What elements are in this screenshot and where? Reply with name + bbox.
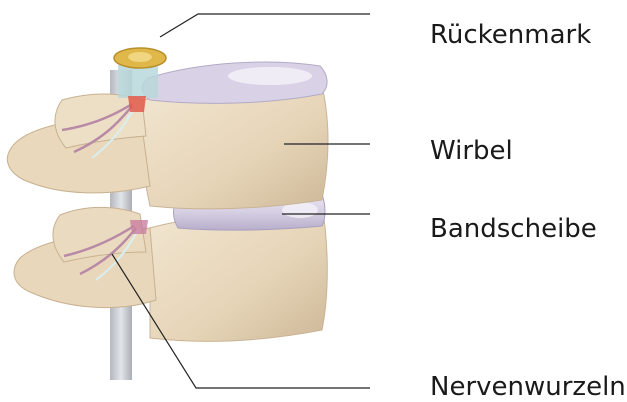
label-vertebra: Wirbel bbox=[430, 136, 513, 166]
upper-disc-highlight bbox=[228, 67, 312, 85]
upper-nerve-inflammation bbox=[128, 96, 146, 112]
label-spinal-cord: Rückenmark bbox=[430, 20, 591, 50]
upper-disc-cap bbox=[142, 62, 327, 103]
lower-nerve-inflammation bbox=[130, 220, 148, 234]
label-intervertebral-disc: Bandscheibe bbox=[430, 214, 597, 244]
upper-vertebra-body bbox=[139, 86, 328, 209]
leader-line-spinal-cord bbox=[160, 14, 370, 37]
label-nerve-roots: Nervenwurzeln bbox=[430, 372, 626, 402]
spinal-cord-core bbox=[128, 52, 152, 62]
